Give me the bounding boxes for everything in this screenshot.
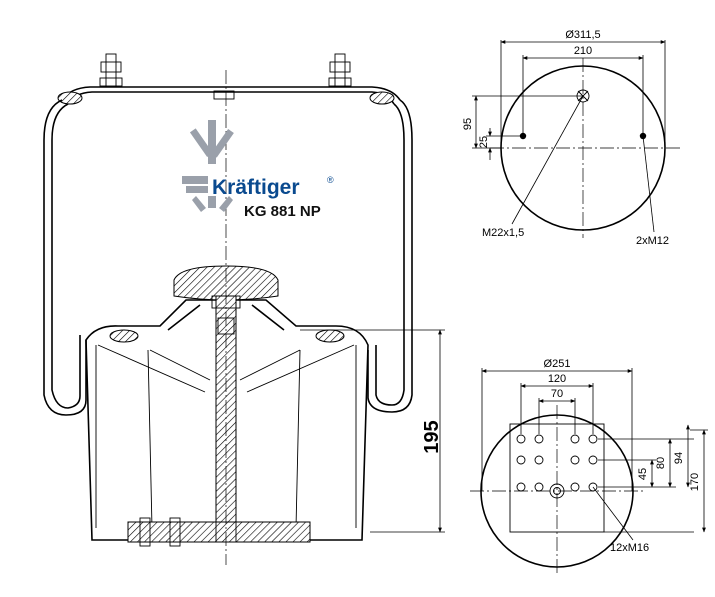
piston-bottom-view: Ø251 120 70 45 80 94 170 12xM16 (470, 358, 708, 575)
bottom-outer-diameter: Ø251 (544, 358, 571, 370)
left-crimp-bead (57, 91, 83, 105)
piston-right-bead (315, 329, 345, 343)
registered-mark: ® (327, 175, 334, 185)
holes-label: 12xM16 (610, 542, 649, 554)
logo-arrows-icon (182, 120, 234, 212)
studs-label: 2xM12 (636, 235, 669, 247)
top-outer-diameter: Ø311,5 (565, 29, 600, 41)
base-plate (127, 521, 311, 543)
right-stud (328, 53, 352, 88)
top-offset-25: 25 (478, 136, 490, 148)
mounting-pad (509, 423, 605, 533)
bottom-dim-94: 94 (673, 452, 685, 464)
kraftiger-logo: Kräftiger ® KG 881 NP (182, 120, 334, 220)
bottom-spacing-120: 120 (548, 373, 566, 385)
piston-left-bead (109, 329, 139, 343)
top-offset-95: 95 (462, 118, 474, 130)
bolt-hole-grid (516, 434, 598, 492)
bottom-dim-45: 45 (637, 468, 649, 480)
top-bolt-spacing: 210 (574, 45, 592, 57)
center-nut-hole (549, 483, 565, 499)
left-stud (99, 53, 123, 88)
top-plate-view: Ø311,5 210 95 25 M22x1,5 2xM12 (462, 29, 680, 247)
bottom-dim-80: 80 (655, 457, 667, 469)
side-section-view: 195 (43, 53, 445, 565)
piston-body (85, 299, 369, 541)
height-dimension-label: 195 (421, 420, 443, 453)
brand-name: Kräftiger (212, 176, 300, 199)
center-thread-label: M22x1,5 (482, 227, 524, 239)
right-crimp-bead (369, 91, 395, 105)
model-label: KG 881 NP (244, 203, 321, 220)
top-plate (61, 86, 401, 101)
bellow-outline (43, 99, 413, 416)
bottom-spacing-70: 70 (551, 388, 563, 400)
bottom-dim-170: 170 (689, 473, 701, 491)
center-nut (213, 90, 235, 100)
